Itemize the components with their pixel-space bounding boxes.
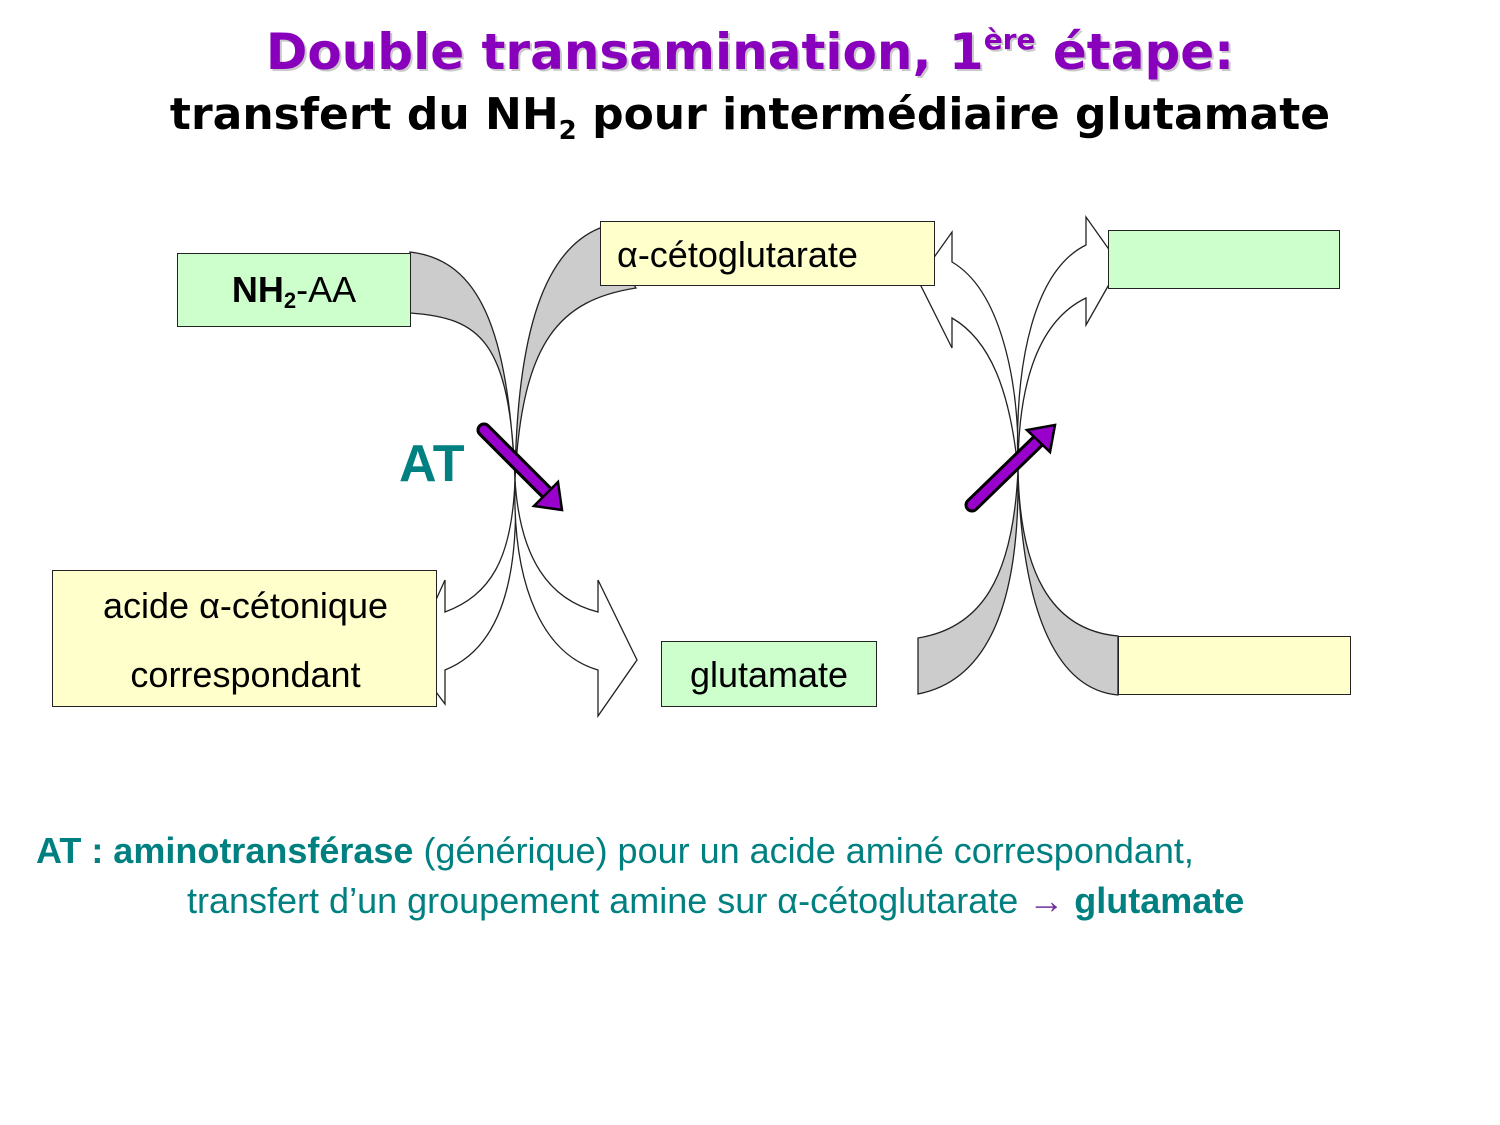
box-right-green-empty xyxy=(1108,230,1340,289)
at-arrow-left xyxy=(476,422,564,512)
box-right-yellow-empty xyxy=(1118,636,1351,695)
caption-line-2: transfert d’un groupement amine sur α-cé… xyxy=(187,880,1245,921)
box-glutamate: glutamate xyxy=(661,641,877,707)
page-title: Double transamination, 1ère étape: xyxy=(265,23,1235,81)
page-subtitle: transfert du NH2 pour intermédiaire glut… xyxy=(169,89,1331,146)
flow-right-up-left xyxy=(917,229,1019,471)
flow-right-right-in xyxy=(1017,469,1119,696)
at-arrow-right xyxy=(964,423,1057,513)
box-acide-alpha-cetonique: acide α-cétonique correspondant xyxy=(52,570,437,707)
acide-line-1: acide α-cétonique xyxy=(103,585,388,626)
caption-line-1: AT : aminotransférase (générique) pour u… xyxy=(36,830,1194,871)
right-arrow-icon: → xyxy=(1028,880,1065,921)
enzyme-label-at: AT xyxy=(399,435,465,493)
box-nh2-aa: NH2-AA xyxy=(177,253,411,327)
flow-glutamate-out xyxy=(514,479,638,719)
box-alpha-ketoglutarate: α-cétoglutarate xyxy=(600,221,935,286)
flow-right-up-right xyxy=(1016,214,1121,471)
acide-line-2: correspondant xyxy=(130,654,361,695)
